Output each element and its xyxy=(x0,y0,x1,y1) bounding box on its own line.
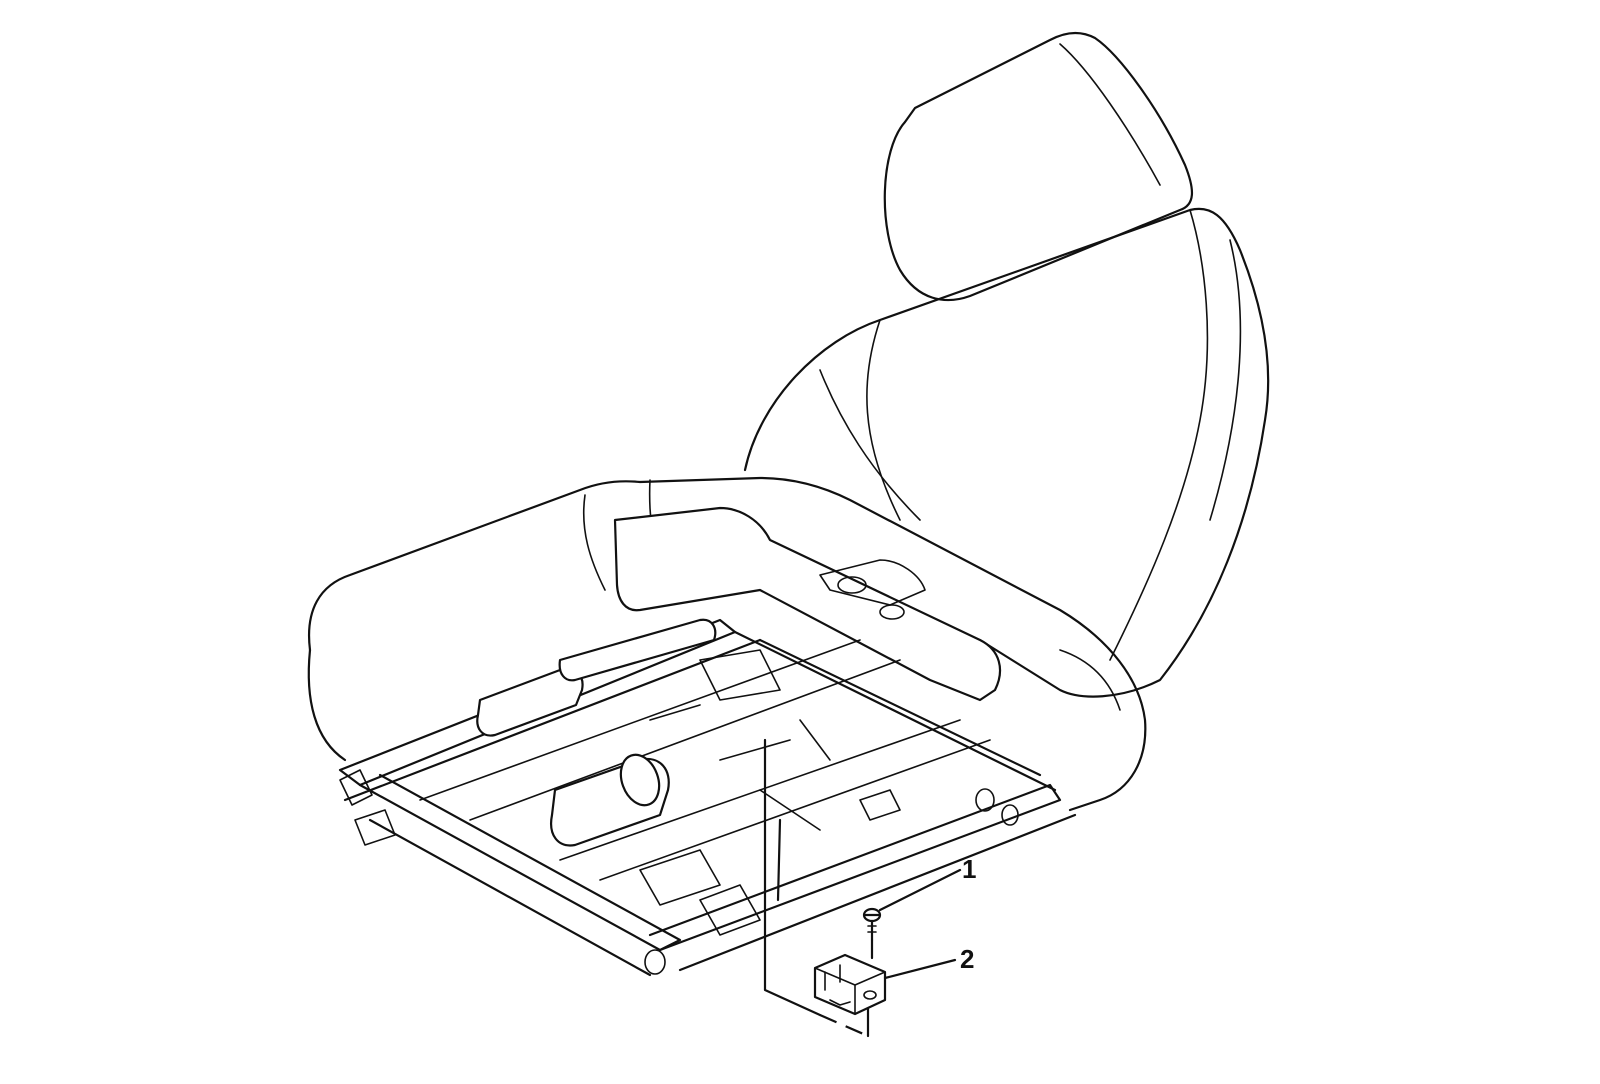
callout-2-leader xyxy=(883,958,957,980)
fastener-icon xyxy=(862,868,962,960)
module-icon xyxy=(813,953,957,1016)
seat-cushion xyxy=(307,476,1147,812)
callout-2-label: 2 xyxy=(960,944,974,974)
headrest xyxy=(883,31,1193,302)
leader-lines xyxy=(763,738,870,1038)
seat-frame xyxy=(338,618,1077,977)
seat-back xyxy=(743,207,1270,698)
callout-1-label: 1 xyxy=(962,854,976,884)
callout-1-leader xyxy=(878,868,962,912)
